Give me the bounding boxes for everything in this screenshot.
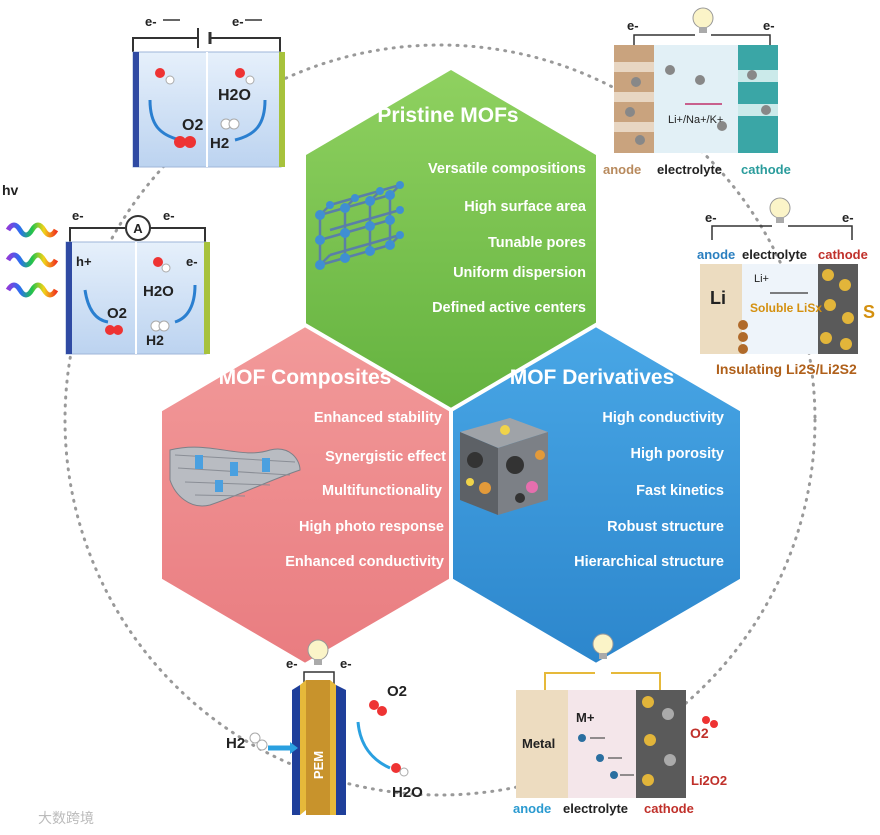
anode-label: anode	[603, 162, 641, 177]
electrolyte-label: electrolyte	[742, 247, 807, 262]
composites-title: MOF Composites	[219, 366, 392, 389]
li2o2-label: Li2O2	[691, 773, 727, 788]
o2-label: O2	[182, 117, 203, 134]
pristine-item: Versatile compositions	[428, 161, 586, 177]
pristine-item: Tunable pores	[488, 235, 586, 251]
h2o-label: H2O	[392, 784, 423, 801]
e-right-label: e-	[842, 210, 854, 225]
h2-label: H2	[226, 735, 245, 752]
watermark: 大数跨境	[38, 810, 94, 826]
pristine-title: Pristine MOFs	[377, 104, 518, 127]
e-right-label: e-	[763, 18, 775, 33]
mof-lattice-nodes	[315, 181, 404, 270]
hv-label: hv	[2, 182, 19, 198]
li-plus-label: Li+	[754, 273, 769, 285]
lis-battery: e- e- anode electrolyte cathode Li Li+ S…	[697, 197, 875, 377]
electrolyte-label: electrolyte	[657, 162, 722, 177]
anode-label: anode	[513, 801, 551, 816]
h2o-label: H2O	[143, 283, 174, 300]
composites-item: Enhanced conductivity	[285, 554, 444, 570]
hex-pristine-mofs: Pristine MOFs Versatile compositions Hig…	[306, 70, 596, 410]
e-left-label: e-	[72, 208, 84, 223]
photo-cell: hv A e- e- h+ e- O2 H2O H2	[2, 182, 210, 355]
h2-label: H2	[210, 135, 229, 152]
soluble-label: Soluble LiSx	[750, 301, 822, 315]
fuel-cell: e- e- PEM H2 O2 H2O	[226, 639, 423, 815]
e-left-label: e-	[145, 14, 157, 29]
e-right-label: e-	[232, 14, 244, 29]
dotted-ring	[63, 43, 817, 797]
ion-battery: e- e- Li+/Na+/K+ anode electrolyte catho…	[603, 7, 791, 177]
e-left-label: e-	[286, 656, 298, 671]
ions-label: Li+/Na+/K+	[668, 114, 723, 126]
graphene-sheet-icon	[169, 446, 301, 507]
insulating-label: Insulating Li2S/Li2S2	[716, 361, 857, 377]
h2-label: H2	[146, 332, 164, 348]
cathode-label: cathode	[818, 247, 868, 262]
pristine-item: Defined active centers	[432, 300, 586, 316]
cathode-label: cathode	[741, 162, 791, 177]
metal-label: Metal	[522, 736, 555, 751]
pristine-item: Uniform dispersion	[453, 265, 586, 281]
composites-item: Multifunctionality	[322, 483, 442, 499]
ammeter-label: A	[133, 221, 143, 236]
derivatives-item: Robust structure	[607, 519, 724, 535]
composites-item: Enhanced stability	[314, 410, 442, 426]
e-minus-label: e-	[186, 254, 198, 269]
o2-label: O2	[107, 305, 127, 322]
composites-item: Synergistic effect	[325, 449, 446, 465]
electrolyte-label: electrolyte	[563, 801, 628, 816]
electrolysis-cell: e- e- O2 H2O H2	[132, 14, 285, 168]
o2-label: O2	[690, 725, 709, 741]
derivatives-title: MOF Derivatives	[510, 366, 675, 389]
derivatives-item: High conductivity	[602, 410, 724, 426]
composites-item: High photo response	[299, 519, 444, 535]
derivatives-item: Hierarchical structure	[574, 554, 724, 570]
h-plus-label: h+	[76, 254, 92, 269]
e-right-label: e-	[340, 656, 352, 671]
porous-cube-icon	[460, 418, 548, 515]
derivatives-item: Fast kinetics	[636, 483, 724, 499]
metal-air-battery: Metal M+ O2 Li2O2 anode electrolyte cath…	[513, 633, 727, 816]
m-plus-label: M+	[576, 710, 595, 725]
hex-mof-derivatives: MOF Derivatives High conductivity High p…	[449, 322, 744, 668]
e-left-label: e-	[705, 210, 717, 225]
derivatives-item: High porosity	[631, 446, 724, 462]
o2-label: O2	[387, 683, 407, 700]
e-left-label: e-	[627, 18, 639, 33]
cathode-label: cathode	[644, 801, 694, 816]
h2o-label: H2O	[218, 87, 251, 104]
pem-label: PEM	[311, 751, 326, 779]
s-label: S	[863, 302, 875, 322]
pristine-item: High surface area	[464, 199, 587, 215]
e-right-label: e-	[163, 208, 175, 223]
anode-label: anode	[697, 247, 735, 262]
li-label: Li	[710, 288, 726, 308]
